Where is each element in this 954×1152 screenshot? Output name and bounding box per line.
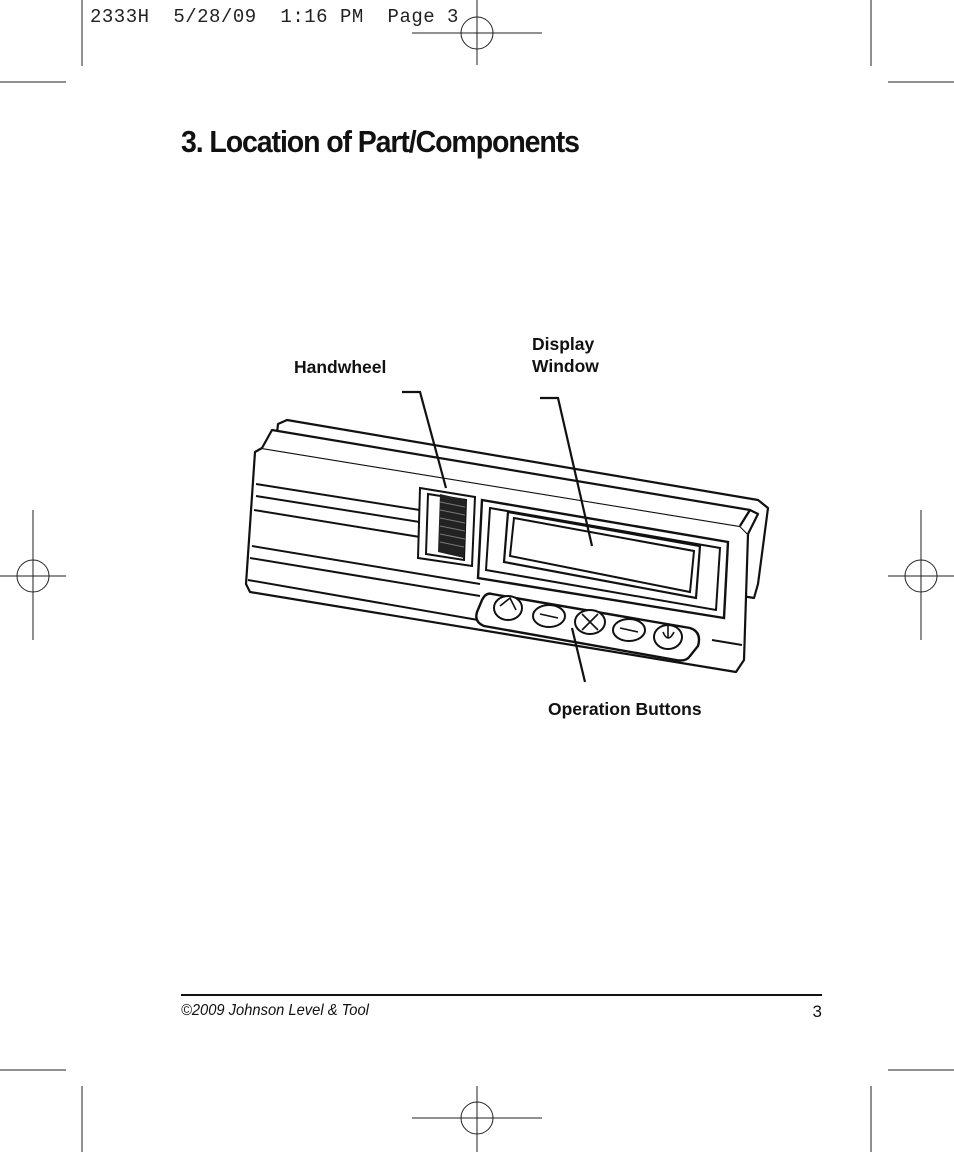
display-window-label: Display Window: [532, 333, 599, 377]
display-label-line2: Window: [532, 356, 599, 376]
footer-divider: [181, 994, 822, 996]
page-title: 3. Location of Part/Components: [181, 124, 580, 159]
display-label-line1: Display: [532, 334, 595, 354]
handwheel-label: Handwheel: [294, 357, 387, 377]
page-number: 3: [812, 1002, 822, 1021]
operation-buttons-label: Operation Buttons: [548, 699, 702, 719]
footer-copyright: ©2009 Johnson Level & Tool: [181, 1002, 369, 1019]
print-slug-line: 2333H 5/28/09 1:16 PM Page 3: [90, 6, 459, 28]
